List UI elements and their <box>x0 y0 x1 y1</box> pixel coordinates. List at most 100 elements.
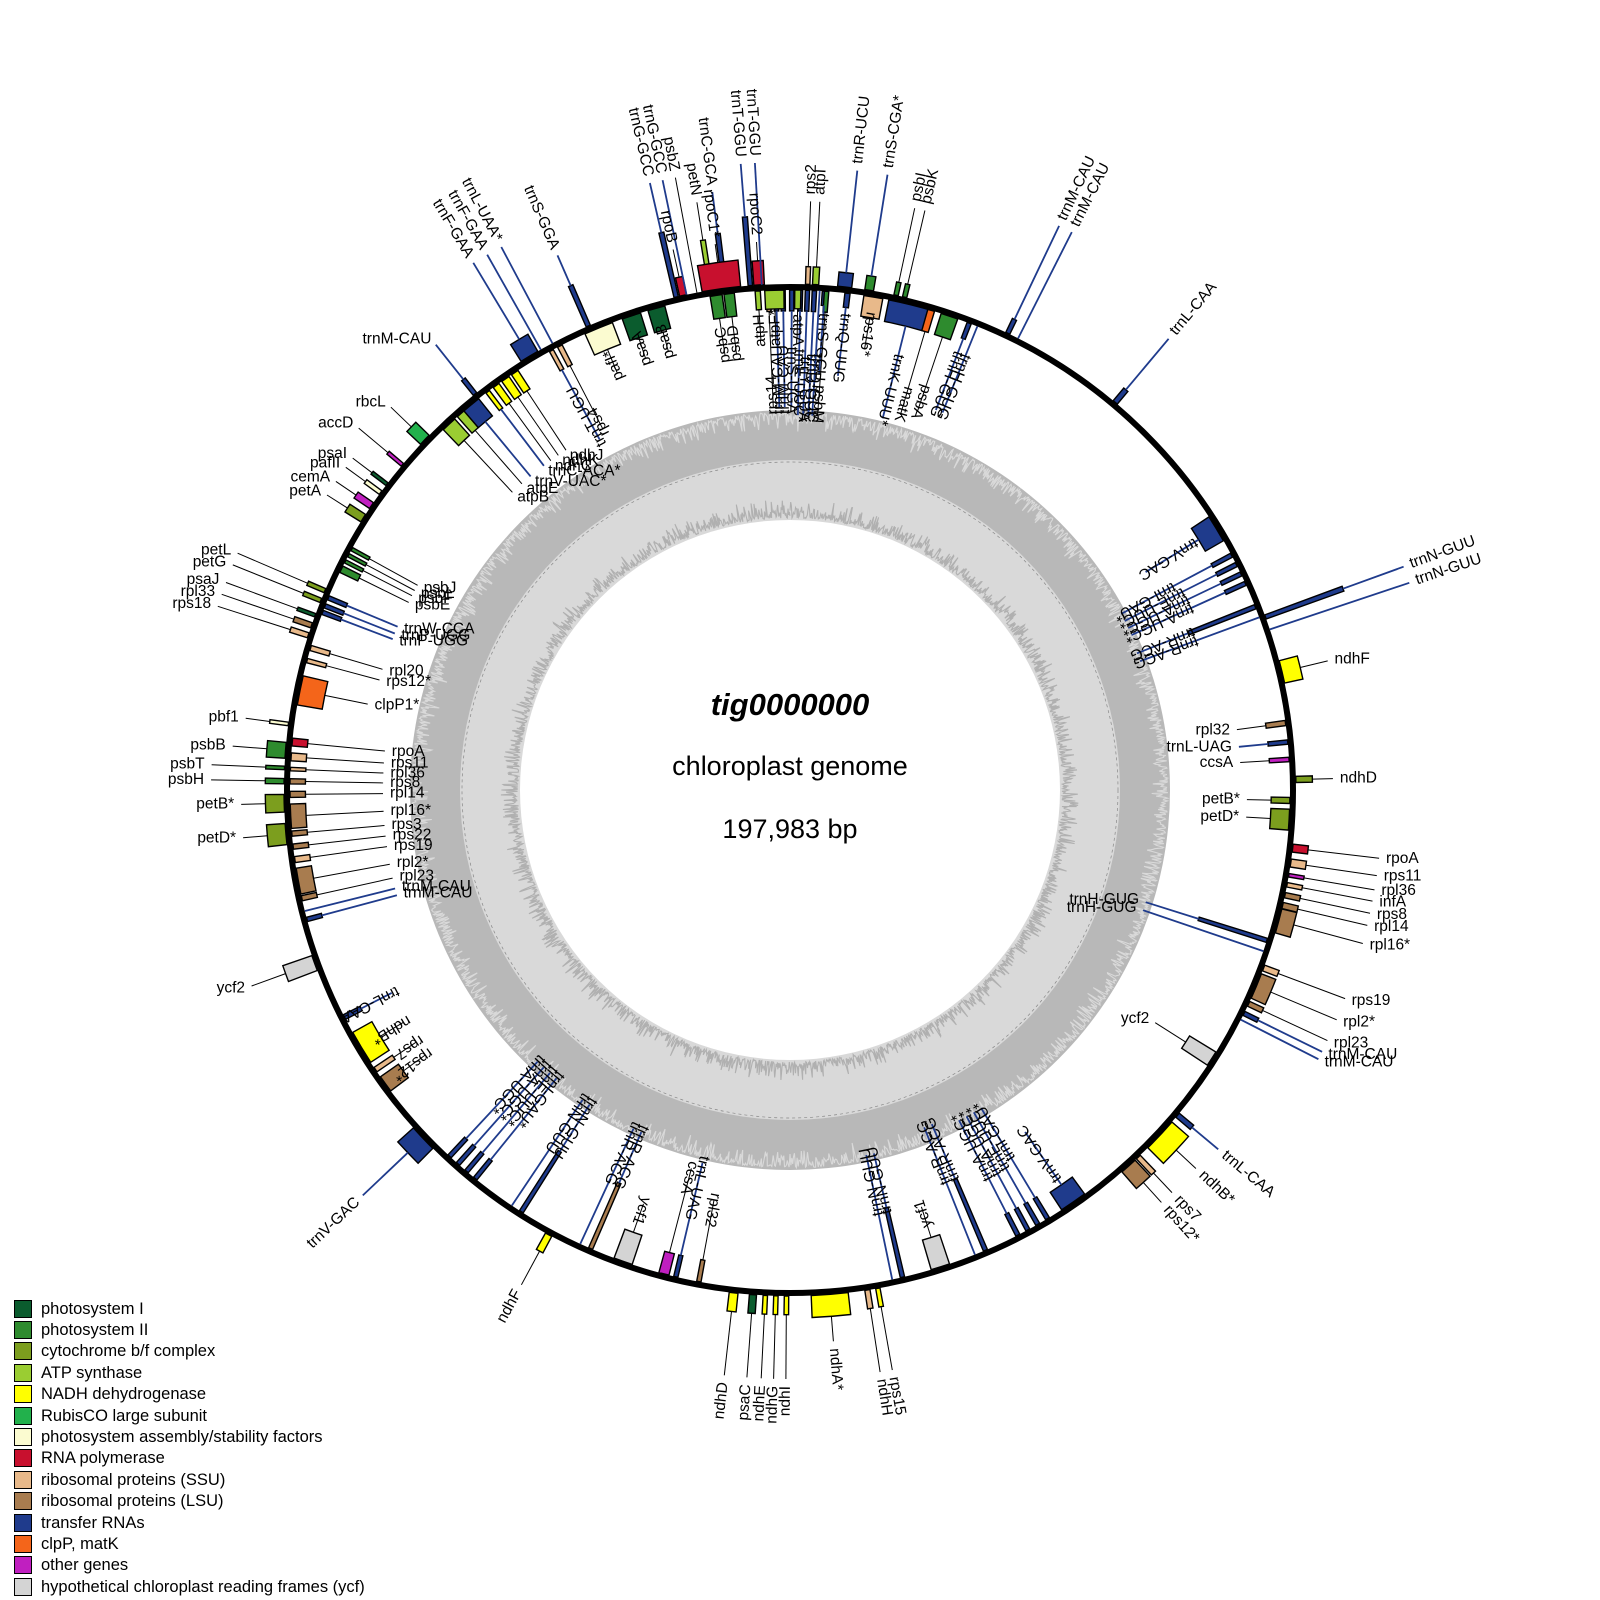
gene-box <box>1197 916 1269 944</box>
gene-leader-line <box>1127 582 1222 629</box>
gene-label: infA <box>1379 893 1406 910</box>
gene-box <box>320 609 343 623</box>
gene-label: trnH-GUG <box>1069 891 1139 908</box>
gene-leader-line <box>754 162 763 285</box>
gene-leader-line <box>305 781 384 784</box>
gene-label: trnM-CAU <box>404 885 473 902</box>
gene-label: psbJ <box>424 580 457 597</box>
gene-leader-line <box>358 577 409 603</box>
gene-leader-line <box>696 202 704 241</box>
gene-leader-line <box>880 1306 893 1371</box>
legend-item: photosystem II <box>14 1319 434 1340</box>
gene-leader-line <box>221 593 295 620</box>
gene-box <box>342 1005 364 1021</box>
gene-box <box>1210 552 1234 569</box>
gene-leader-line <box>321 894 398 917</box>
gene-label: trnM-CAU <box>363 330 432 347</box>
gene-leader-line <box>818 305 825 375</box>
gene-leader-line <box>756 241 759 261</box>
gene-label: ndhA* <box>826 1348 846 1391</box>
gene-leader-line <box>517 396 559 456</box>
legend-item: transfer RNAs <box>14 1512 434 1533</box>
gene-leader-line <box>679 1162 704 1256</box>
gene-label: ndhK <box>562 452 599 469</box>
legend-swatch <box>14 1534 32 1553</box>
gene-leader-line <box>473 1066 545 1147</box>
gene-box <box>1283 891 1302 902</box>
gene-label: ccsA <box>1200 754 1234 771</box>
gene-leader-line <box>973 1111 1027 1204</box>
gene-label: psaJ <box>187 571 220 588</box>
gene-leader-line <box>958 1119 1008 1215</box>
legend-swatch <box>14 1577 32 1596</box>
gene-leader-line <box>306 810 384 816</box>
gene-leader-line <box>307 825 385 833</box>
gene-label: rpoA <box>1386 850 1419 867</box>
gene-label: ndhD <box>711 1381 732 1420</box>
gene-box <box>788 289 795 312</box>
legend-item: hypothetical chloroplast reading frames … <box>14 1576 434 1597</box>
legend-label: cytochrome b/f complex <box>41 1342 216 1361</box>
gene-label: rpl2* <box>1343 1014 1375 1031</box>
gene-leader-line <box>1024 1131 1063 1186</box>
gene-leader-line <box>335 480 357 496</box>
gene-label: trnL-UAG <box>1167 738 1232 755</box>
gene-box <box>696 259 742 293</box>
gene-label: rpl2* <box>397 854 429 871</box>
gene-box <box>548 348 565 372</box>
gene-leader-line <box>308 835 386 846</box>
gene-box <box>621 312 649 342</box>
gene-box <box>1267 739 1289 747</box>
gene-label: ndhF <box>493 1287 525 1326</box>
organism-title: tig0000000 <box>711 687 870 722</box>
legend-label: RubisCO large subunit <box>41 1406 207 1425</box>
gene-box <box>1287 872 1306 881</box>
legend-swatch <box>14 1470 32 1489</box>
gene-leader-line <box>1136 632 1190 655</box>
gene-label: ndhI <box>777 1386 794 1416</box>
gene-leader-line <box>340 618 394 640</box>
gene-box <box>1032 1195 1051 1221</box>
gene-label: rps2 <box>802 164 820 195</box>
gene-label: rpoB <box>657 209 681 245</box>
gene-label: psbH <box>168 771 204 788</box>
gene-label: ycf2 <box>217 979 245 996</box>
gene-label: trnP-UGG <box>399 633 468 650</box>
gene-box <box>1295 775 1314 784</box>
gene-box <box>804 265 812 286</box>
gene-label: petD* <box>197 830 236 847</box>
gene-leader-line <box>313 863 390 879</box>
legend-label: clpP, matK <box>41 1534 119 1553</box>
gene-label: rps16* <box>855 311 879 358</box>
gene-box <box>265 822 288 848</box>
gene-leader-line <box>1238 743 1269 748</box>
gene-leader-line <box>326 665 380 681</box>
gene-box <box>292 615 314 629</box>
gene-leader-line <box>1191 1126 1219 1150</box>
gene-leader-line <box>368 558 418 586</box>
gene-label: rpl16* <box>1370 936 1411 953</box>
gene-label: trnT-GGU <box>727 89 749 157</box>
gene-leader-line <box>1297 908 1368 926</box>
gene-box <box>463 1150 485 1174</box>
gene-leader-line <box>941 326 979 413</box>
genome-length: 197,983 bp <box>722 814 857 844</box>
gene-box <box>763 289 785 311</box>
gene-leader-line <box>304 887 396 912</box>
gene-leader-line <box>343 612 396 635</box>
gene-box <box>292 841 310 850</box>
gc-content-ring <box>410 410 1170 1170</box>
gene-leader-line <box>1017 231 1073 339</box>
gene-box <box>842 292 851 309</box>
gene-label: rpl32 <box>1196 722 1230 739</box>
gene-leader-line <box>865 1154 894 1280</box>
gene-box <box>264 793 286 814</box>
legend-item: NADH dehydrogenase <box>14 1384 434 1405</box>
gene-label: rbcL <box>356 393 387 410</box>
gene-box <box>344 503 367 523</box>
gene-box <box>363 478 383 496</box>
gene-box <box>567 283 592 328</box>
gene-leader-line <box>864 317 871 350</box>
gene-leader-line <box>526 390 567 451</box>
gene-label: psaA <box>628 329 656 369</box>
